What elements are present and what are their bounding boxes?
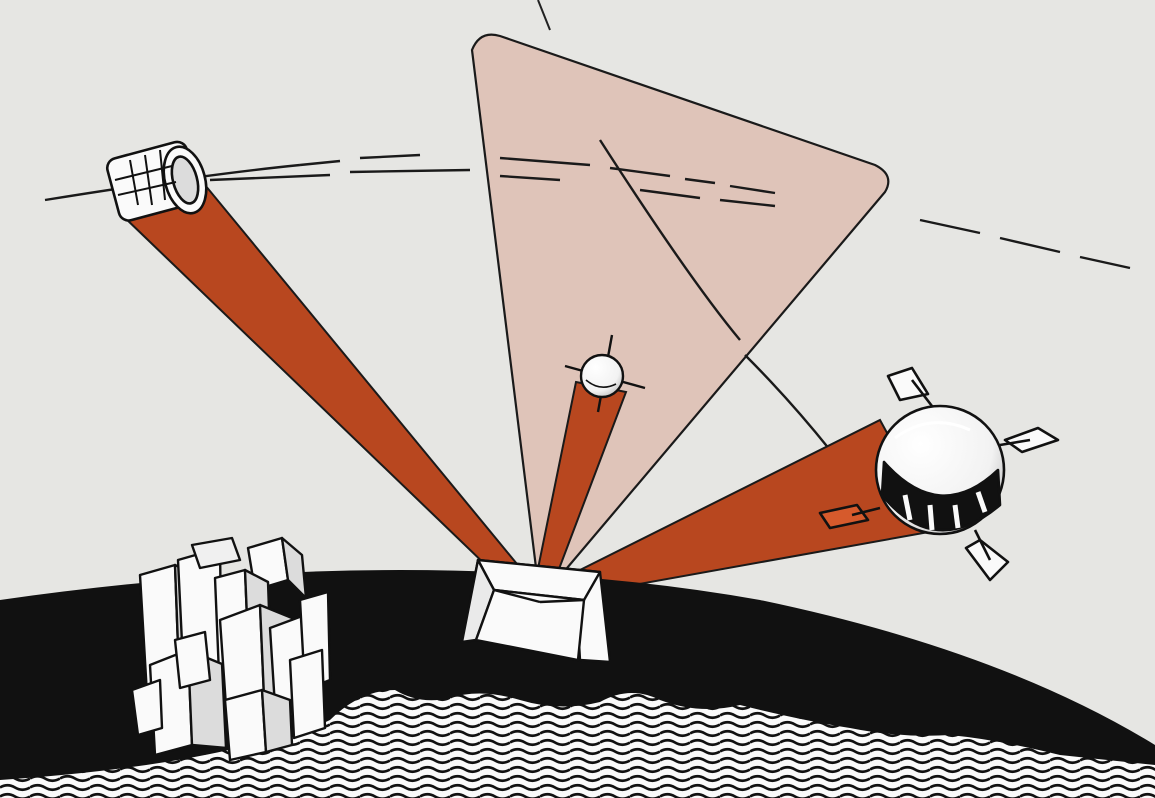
ground-station <box>460 558 612 664</box>
orbit-path <box>44 139 1131 451</box>
satellite-large-sphere <box>818 366 1060 582</box>
city-buildings <box>130 536 332 762</box>
satellite-small-sphere <box>564 334 646 413</box>
ocean-waves <box>0 690 1155 798</box>
upper-sight-line <box>537 0 551 31</box>
satellite-cylinder <box>105 140 208 222</box>
